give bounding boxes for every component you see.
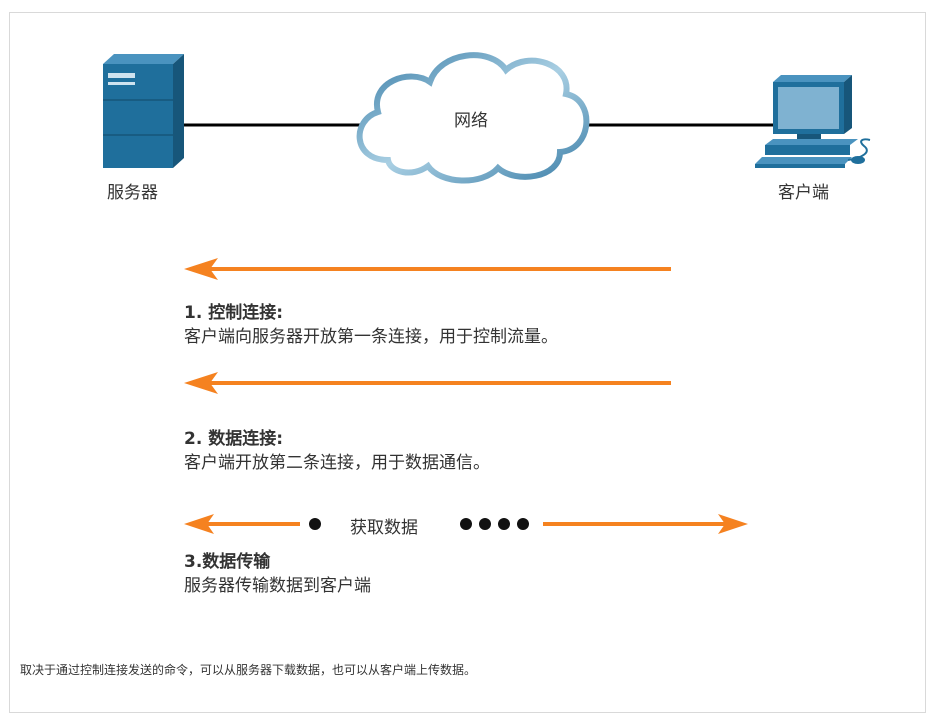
transfer-dot xyxy=(517,518,529,530)
step-2-description: 客户端开放第二条连接，用于数据通信。 xyxy=(184,453,490,473)
client-label: 客户端 xyxy=(778,183,829,203)
data-connection-arrow xyxy=(184,372,671,394)
network-cloud-icon xyxy=(356,52,590,184)
transfer-left-arrow xyxy=(184,514,300,534)
step-3-description: 服务器传输数据到客户端 xyxy=(184,576,371,596)
control-connection-arrow xyxy=(184,258,671,280)
step-1-title: 1. 控制连接: xyxy=(184,303,284,323)
transfer-dot xyxy=(309,518,321,530)
step-1-description: 客户端向服务器开放第一条连接，用于控制流量。 xyxy=(184,327,558,347)
diagram-frame xyxy=(9,12,926,713)
transfer-dot xyxy=(479,518,491,530)
transfer-right-arrow xyxy=(543,514,748,534)
server-label: 服务器 xyxy=(107,183,158,203)
server-icon xyxy=(103,54,184,168)
step-3-title: 3.数据传输 xyxy=(184,552,271,572)
transfer-label: 获取数据 xyxy=(350,518,418,538)
client-computer-icon xyxy=(755,75,871,168)
network-label: 网络 xyxy=(454,111,488,131)
transfer-dot xyxy=(498,518,510,530)
diagram-caption: 取决于通过控制连接发送的命令，可以从服务器下载数据，也可以从客户端上传数据。 xyxy=(20,663,477,677)
step-2-title: 2. 数据连接: xyxy=(184,429,284,449)
transfer-dot xyxy=(460,518,472,530)
